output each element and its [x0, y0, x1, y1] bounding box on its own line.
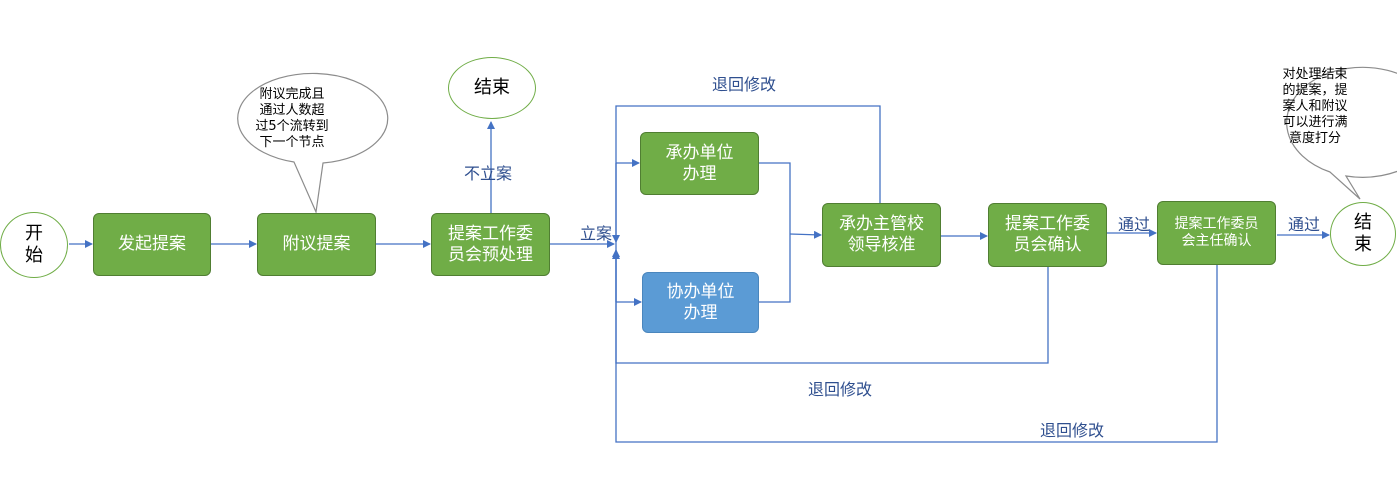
edge-merge-leader — [789, 230, 822, 239]
edge-host-merge — [759, 162, 791, 234]
rating-callout-bubble — [1286, 66, 1397, 200]
cosign-callout-text: 附议完成且 通过人数超 过5个流转到 下一个节点 — [255, 87, 329, 150]
edge-return-bottom — [612, 251, 1218, 443]
filed-label: 立案 — [580, 224, 613, 243]
leader-review-box: 承办主管校 领导核准 — [822, 203, 941, 267]
pass-label-2: 通过 — [1288, 215, 1321, 234]
cosign-callout-bubble — [237, 72, 389, 215]
not-filed-label: 不立案 — [464, 164, 513, 183]
return-bottom-label: 退回修改 — [1040, 421, 1105, 440]
return-top-label: 退回修改 — [712, 75, 777, 94]
initiate-proposal-box: 发起提案 — [93, 213, 211, 276]
cosign-proposal-box: 附议提案 — [257, 213, 376, 276]
edge-return-top — [612, 105, 881, 243]
host-unit-box: 承办单位 办理 — [640, 132, 759, 195]
return-middle-label: 退回修改 — [808, 380, 873, 399]
end-right-node: 结 束 — [1330, 202, 1396, 266]
committee-confirm-box: 提案工作委 员会确认 — [988, 203, 1107, 267]
start-node: 开 始 — [0, 212, 68, 278]
end-top-node: 结束 — [448, 57, 536, 119]
director-confirm-box: 提案工作委员 会主任确认 — [1157, 201, 1276, 265]
preprocess-box: 提案工作委 员会预处理 — [431, 213, 550, 276]
pass-label-1: 通过 — [1118, 215, 1151, 234]
rating-callout-text: 对处理结束 的提案，提 案人和附议 可以进行满 意度打分 — [1282, 67, 1348, 146]
assist-unit-box: 协办单位 办理 — [642, 272, 759, 333]
edge-assist-merge — [759, 234, 791, 303]
